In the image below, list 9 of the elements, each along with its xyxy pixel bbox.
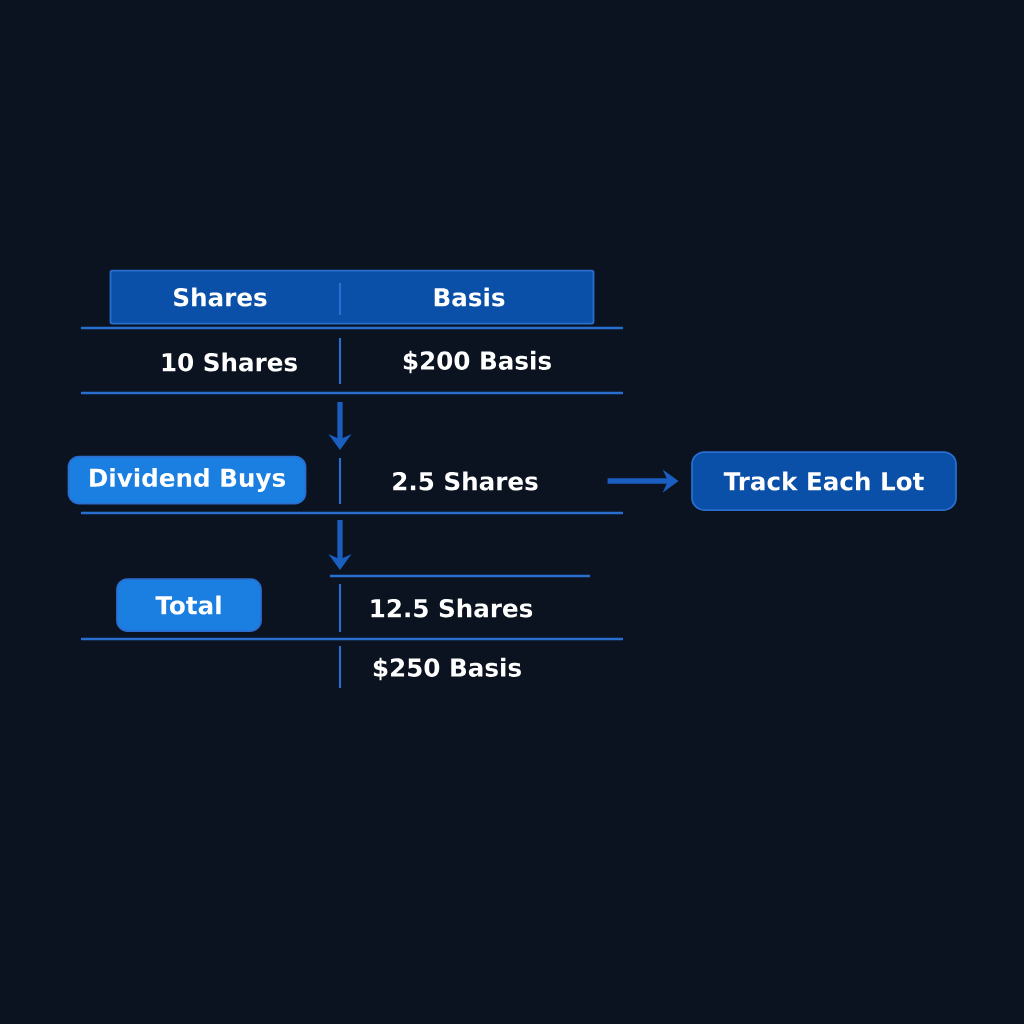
table-header: Shares Basis — [109, 269, 595, 325]
table-value: $250 Basis — [373, 657, 521, 681]
table-value: 12.5 Shares — [371, 598, 533, 618]
process-box: Track Each Lot — [691, 451, 957, 511]
label-button: Dividend Buys — [67, 455, 307, 505]
table-value: $200 Basis — [403, 350, 551, 374]
table-value: 10 Shares — [162, 352, 297, 372]
table-value: 2.5 Shares — [393, 471, 538, 491]
label-button: Total — [116, 578, 262, 632]
